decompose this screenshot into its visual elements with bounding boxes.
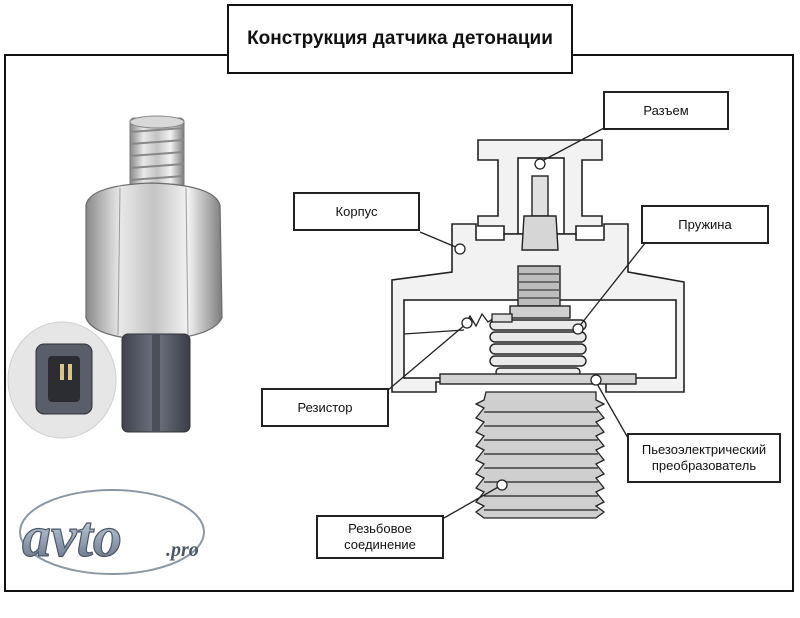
label-resistor: Резистор (261, 388, 389, 427)
resistor-leader (387, 323, 467, 391)
thread-leader (443, 485, 501, 519)
piezo-plate (439, 373, 637, 385)
label-piezo-text-1: Пьезоэлектрический (641, 442, 767, 457)
center-stem (509, 175, 571, 319)
spring-coils (489, 319, 587, 377)
resistor-pointer (461, 317, 473, 329)
logo-suffix: .pro (166, 539, 199, 561)
label-spring-text: Пружина (678, 216, 732, 232)
thread-pointer (496, 479, 508, 491)
photo-plastic-connector (121, 333, 191, 433)
spring-leader (577, 241, 647, 329)
leader-lines (387, 127, 647, 519)
label-housing: Корпус (293, 192, 420, 231)
connector-pointer (534, 158, 546, 170)
label-housing-text: Корпус (335, 203, 378, 219)
label-connector-text: Разъем (643, 102, 689, 118)
label-thread-text-2: соединение (344, 537, 416, 552)
label-piezo: Пьезоэлектрический преобразователь (627, 433, 781, 483)
logo-text: avto (22, 504, 122, 569)
housing-pointer (454, 243, 466, 255)
piezo-pointer (590, 374, 602, 386)
label-thread-text-1: Резьбовое (348, 521, 412, 536)
spring-pointer (572, 323, 584, 335)
label-spring: Пружина (641, 205, 769, 244)
label-piezo-text-2: преобразователь (651, 458, 757, 473)
thread-shape (474, 391, 606, 519)
page-title: Конструкция датчика детонации (247, 28, 553, 49)
connector-leader (539, 127, 605, 163)
avto-logo: avto .pro (19, 489, 205, 575)
piezo-leader (595, 381, 629, 439)
photo-thread (129, 115, 185, 199)
housing-leader (419, 231, 459, 249)
title-box: Конструкция датчика детонации (227, 4, 573, 74)
photo-hex-body (85, 182, 223, 341)
label-resistor-text: Резистор (297, 399, 353, 415)
label-thread: Резьбовое соединение (316, 515, 444, 559)
label-connector: Разъем (603, 91, 729, 130)
connector-inset (7, 321, 117, 439)
